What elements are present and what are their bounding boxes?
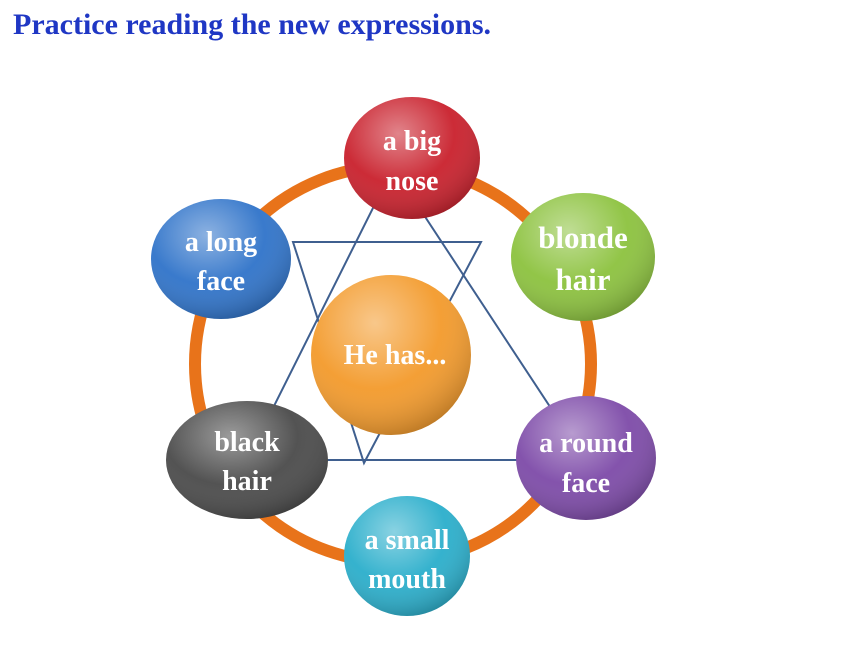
node-label-line2: hair xyxy=(222,466,272,497)
star-triangle-up xyxy=(245,166,587,461)
node-label-line2: mouth xyxy=(368,564,446,595)
node-label-line2: face xyxy=(562,468,610,499)
node-label-line1: a small xyxy=(365,525,450,556)
node-blonde-hair: blonde hair xyxy=(511,193,655,321)
node-small-mouth: a small mouth xyxy=(344,496,470,616)
node-label-line2: nose xyxy=(386,166,439,197)
page-title: Practice reading the new expressions. xyxy=(13,8,491,41)
node-label-line1: a long xyxy=(185,227,257,258)
center-label: He has... xyxy=(344,340,447,371)
node-label-line2: hair xyxy=(555,262,610,297)
node-label-line1: a round xyxy=(539,428,633,459)
center-node: He has... xyxy=(311,275,471,435)
node-label-line1: a big xyxy=(383,126,441,157)
node-long-face: a long face xyxy=(151,199,291,319)
node-big-nose: a big nose xyxy=(344,97,480,219)
node-label-line1: black xyxy=(214,427,280,458)
node-round-face: a round face xyxy=(516,396,656,520)
node-label-line1: blonde xyxy=(538,220,628,255)
node-black-hair: black hair xyxy=(166,401,328,519)
node-label-line2: face xyxy=(197,266,245,297)
